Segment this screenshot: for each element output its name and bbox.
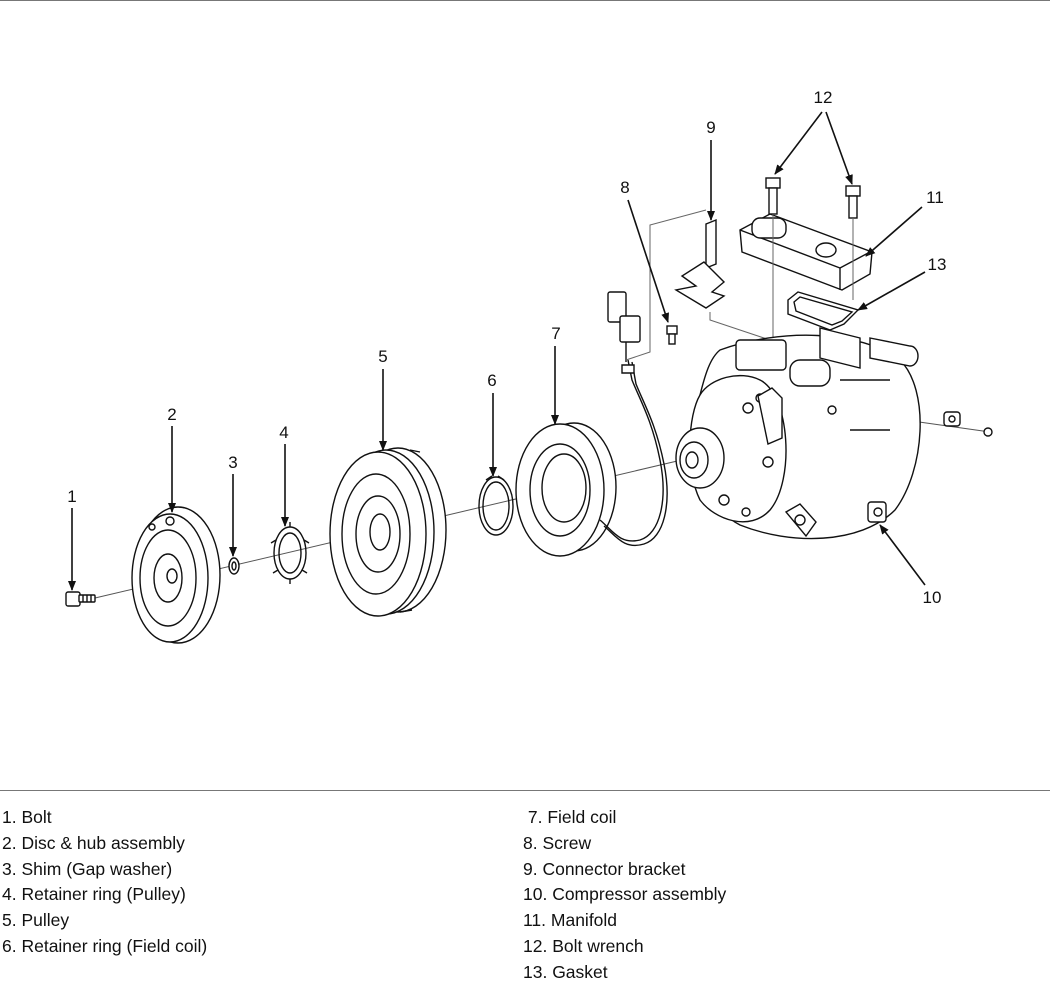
field-coil-part (515, 291, 668, 557)
leader-arrow-10 (879, 524, 926, 586)
legend-item: 10. Compressor assembly (523, 884, 727, 905)
legend-item: 12. Bolt wrench (523, 935, 644, 956)
legend-item: 5. Pulley (2, 910, 70, 931)
compressor-assembly-part (675, 327, 921, 540)
callout-1: 1 (67, 487, 76, 506)
pulley-part (329, 447, 447, 617)
legend-item: 7. Field coil (523, 807, 617, 827)
shim-part (228, 557, 240, 575)
leader-arrow-12b (825, 111, 853, 185)
exploded-view-diagram: 1 2 3 4 5 6 7 8 9 10 11 12 13 (65, 88, 993, 644)
gasket-part (787, 291, 860, 331)
bracket-guide-line (625, 209, 771, 361)
callout-13: 13 (928, 255, 947, 274)
legend-item: 9. Connector bracket (523, 858, 686, 879)
bolt-part (65, 591, 96, 607)
fitting-part (943, 411, 993, 437)
leader-arrows (68, 111, 926, 591)
connector-bracket-part (674, 218, 726, 309)
callout-6: 6 (487, 371, 496, 390)
callout-10: 10 (923, 588, 942, 607)
legend-item: 3. Shim (Gap washer) (2, 858, 173, 879)
callout-7: 7 (551, 324, 560, 343)
callout-8: 8 (620, 178, 629, 197)
legend-item: 11. Manifold (523, 910, 618, 931)
callout-12: 12 (814, 88, 833, 107)
disc-hub-part (131, 506, 221, 644)
legend-left-column: 1. Bolt 2. Disc & hub assembly 3. Shim (… (2, 805, 207, 960)
legend-item: 1. Bolt (2, 807, 52, 827)
retainer-ring-field-coil-part (478, 475, 514, 536)
bolt-wrench-part (765, 177, 861, 219)
legend-item: 6. Retainer ring (Field coil) (2, 935, 208, 956)
retainer-ring-pulley-part (270, 522, 310, 584)
screw-part (666, 325, 678, 345)
callout-4: 4 (279, 423, 288, 442)
leader-arrow-11 (865, 206, 923, 257)
legend-item: 13. Gasket (523, 961, 608, 982)
callout-9: 9 (706, 118, 715, 137)
legend-item: 4. Retainer ring (Pulley) (2, 884, 186, 905)
leader-arrow-8 (627, 199, 669, 323)
legend-item: 8. Screw (523, 832, 592, 853)
manifold-part (739, 213, 873, 291)
callout-2: 2 (167, 405, 176, 424)
callout-3: 3 (228, 453, 237, 472)
bolt-guide-line (772, 214, 854, 348)
legend-divider-line (0, 790, 1050, 791)
leader-arrow-12a (774, 111, 823, 175)
callout-5: 5 (378, 347, 387, 366)
callout-11: 11 (926, 188, 944, 207)
legend-item: 2. Disc & hub assembly (2, 832, 185, 853)
top-border-line (0, 0, 1050, 1)
leader-arrow-13 (857, 271, 926, 311)
legend-right-column: 7. Field coil 8. Screw 9. Connector brac… (523, 805, 726, 986)
